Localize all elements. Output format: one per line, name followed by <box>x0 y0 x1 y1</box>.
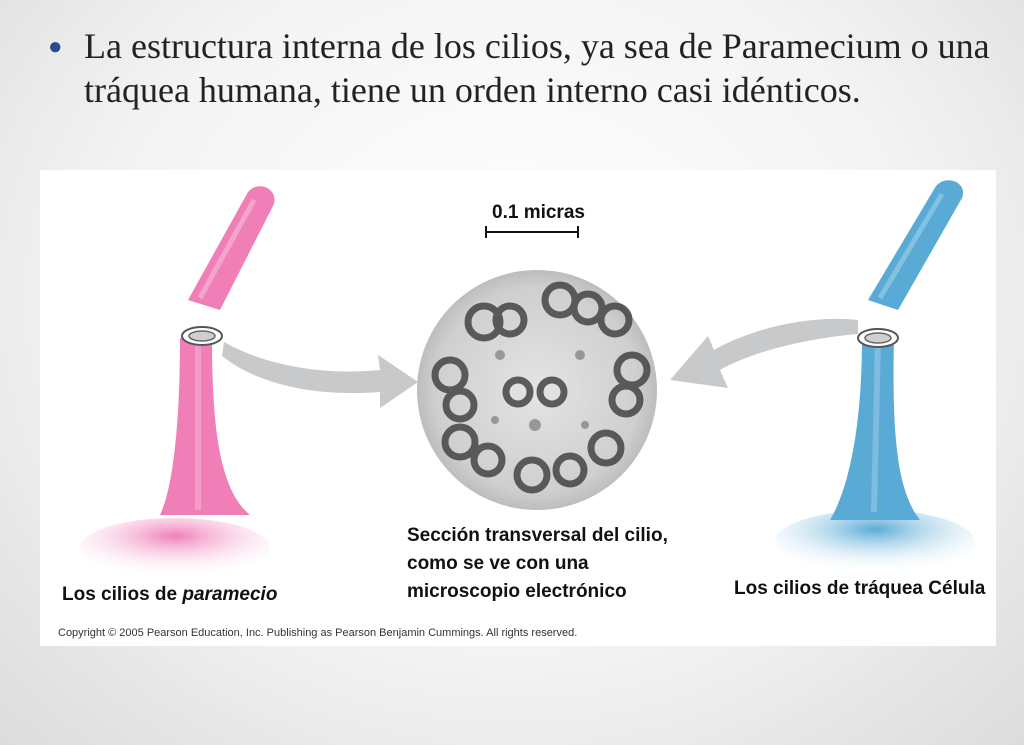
caption-trachea: Los cilios de tráquea Célula <box>734 578 986 599</box>
scale-label: 0.1 micras <box>492 202 585 223</box>
paramecium-cilium <box>80 186 275 578</box>
caption-cross-section-line: microscopio electrónico <box>407 581 627 602</box>
left-arrow-icon <box>222 342 418 408</box>
caption-paramecium-prefix: Los cilios de <box>62 584 183 605</box>
cilia-figure: 0.1 micras Los cilios de paramecio Secci… <box>40 170 996 646</box>
bullet-dot-icon: ● <box>48 34 63 60</box>
trachea-cilium <box>775 180 975 574</box>
bullet-point: ● La estructura interna de los cilios, y… <box>48 24 998 112</box>
cross-section-micrograph <box>417 270 657 510</box>
copyright-notice: Copyright © 2005 Pearson Education, Inc.… <box>58 627 578 639</box>
caption-paramecium-italic: paramecio <box>182 584 278 605</box>
caption-paramecium: Los cilios de paramecio <box>62 584 277 606</box>
right-arrow-icon <box>670 318 858 388</box>
caption-cross-section-line: Sección transversal del cilio, <box>407 525 668 546</box>
caption-cross-section-line: como se ve con una <box>407 553 589 574</box>
cilia-illustration <box>80 180 975 578</box>
scale-bar <box>485 226 579 238</box>
bullet-text: La estructura interna de los cilios, ya … <box>84 26 990 110</box>
caption-cross-section: Sección transversal del cilio, como se v… <box>407 522 668 606</box>
